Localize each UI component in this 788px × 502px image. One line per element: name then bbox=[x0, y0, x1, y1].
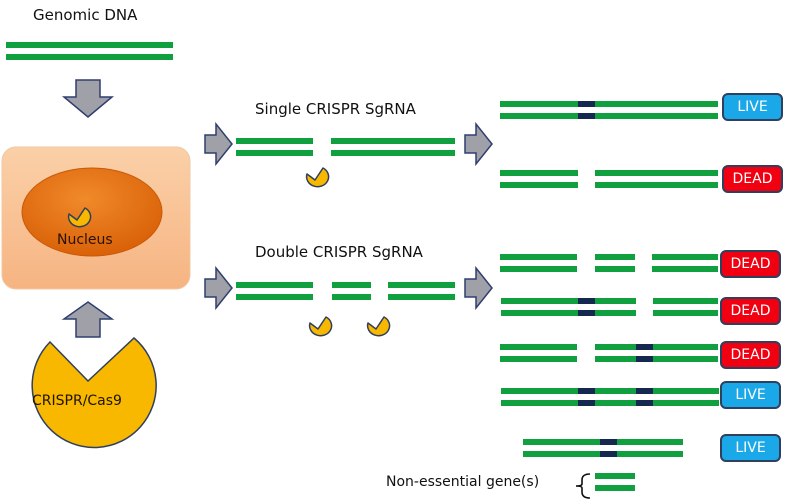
dna-strand-top bbox=[500, 170, 578, 176]
repair-junction bbox=[636, 388, 653, 406]
outcome-badge-dead: DEAD bbox=[720, 341, 781, 369]
outcome-dna bbox=[595, 344, 718, 362]
dna-strand-top bbox=[236, 138, 313, 144]
outcome-dna bbox=[653, 298, 718, 316]
outcome-dna bbox=[500, 254, 577, 272]
outcome-badge-live: LIVE bbox=[720, 434, 781, 462]
outcome-dna bbox=[652, 254, 718, 272]
repair-mark-bottom bbox=[636, 356, 653, 362]
dna-strand-bottom bbox=[595, 485, 635, 491]
outcome-badge-live: LIVE bbox=[720, 381, 781, 409]
outcome-dna bbox=[595, 254, 635, 272]
outcome-badge-dead: DEAD bbox=[722, 165, 783, 193]
dna-strand-bottom bbox=[501, 400, 719, 406]
outcome-badge-dead: DEAD bbox=[720, 250, 781, 278]
dna-strand-top bbox=[595, 344, 718, 350]
single-sgrna-label: Single CRISPR SgRNA bbox=[255, 100, 416, 118]
arrow-right-icon bbox=[204, 265, 233, 311]
dna-strand-bottom bbox=[595, 356, 718, 362]
repair-junction bbox=[636, 344, 653, 362]
outcome-badge-live: LIVE bbox=[722, 93, 783, 121]
repair-junction bbox=[578, 101, 595, 119]
dna-strand-bottom bbox=[500, 266, 577, 272]
repair-mark-top bbox=[636, 388, 653, 394]
dna-strand-bottom bbox=[595, 182, 718, 188]
arrow-right-icon bbox=[204, 121, 233, 167]
dna-strand-top bbox=[6, 42, 173, 48]
dna-strand-bottom bbox=[500, 182, 578, 188]
outcome-dna bbox=[500, 170, 578, 188]
dna-strand-top bbox=[501, 388, 719, 394]
cas9-small-icon bbox=[366, 316, 391, 337]
outcome-dna bbox=[501, 388, 719, 406]
genomic-dna-label: Genomic DNA bbox=[33, 6, 138, 24]
cas9-in-nucleus-icon bbox=[67, 207, 92, 228]
dna-segment bbox=[236, 138, 313, 156]
dna-strand-top bbox=[236, 282, 313, 288]
outcome-dna bbox=[595, 170, 718, 188]
arrow-down-icon bbox=[61, 79, 115, 118]
repair-junction bbox=[578, 388, 595, 406]
dna-strand-bottom bbox=[388, 294, 455, 300]
outcome-dna bbox=[501, 298, 636, 316]
outcome-dna bbox=[500, 344, 577, 362]
cas9-small-icon bbox=[305, 167, 330, 188]
dna-strand-top bbox=[388, 282, 455, 288]
repair-mark-bottom bbox=[636, 400, 653, 406]
repair-mark-bottom bbox=[600, 451, 617, 457]
dna-strand-bottom bbox=[653, 310, 718, 316]
repair-junction bbox=[600, 439, 617, 457]
dna-strand-bottom bbox=[331, 150, 455, 156]
dna-strand-bottom bbox=[332, 294, 371, 300]
dna-strand-top bbox=[652, 254, 718, 260]
nonessential-gene bbox=[595, 473, 635, 491]
repair-mark-top bbox=[600, 439, 617, 445]
dna-strand-top bbox=[500, 254, 577, 260]
repair-mark-top bbox=[578, 298, 595, 304]
dna-strand-bottom bbox=[6, 54, 173, 60]
outcome-dna bbox=[500, 101, 718, 119]
dna-segment bbox=[236, 282, 313, 300]
dna-segment bbox=[388, 282, 455, 300]
arrow-right-icon bbox=[464, 121, 493, 167]
dna-strand-bottom bbox=[595, 266, 635, 272]
dna-strand-bottom bbox=[501, 310, 636, 316]
dna-strand-top bbox=[501, 298, 636, 304]
genomic-dna bbox=[6, 42, 173, 60]
repair-mark-bottom bbox=[578, 400, 595, 406]
repair-mark-bottom bbox=[578, 113, 595, 119]
dna-strand-top bbox=[332, 282, 371, 288]
dna-strand-bottom bbox=[500, 113, 718, 119]
repair-mark-top bbox=[578, 388, 595, 394]
nucleus bbox=[21, 167, 163, 257]
nucleus-label: Nucleus bbox=[57, 232, 113, 248]
repair-mark-bottom bbox=[578, 310, 595, 316]
dna-strand-top bbox=[595, 170, 718, 176]
nonessential-gene-label: Non-essential gene(s) bbox=[386, 474, 540, 490]
dna-strand-top bbox=[653, 298, 718, 304]
repair-junction bbox=[578, 298, 595, 316]
cas9-protein-icon bbox=[31, 336, 157, 449]
dna-strand-top bbox=[500, 344, 577, 350]
outcome-badge-dead: DEAD bbox=[720, 297, 781, 325]
dna-strand-bottom bbox=[652, 266, 718, 272]
dna-strand-bottom bbox=[236, 150, 313, 156]
repair-mark-top bbox=[636, 344, 653, 350]
double-sgrna-label: Double CRISPR SgRNA bbox=[255, 243, 423, 261]
dna-segment bbox=[331, 138, 455, 156]
cas9-small-icon bbox=[308, 316, 333, 337]
dna-segment bbox=[332, 282, 371, 300]
dna-strand-top bbox=[331, 138, 455, 144]
repair-mark-top bbox=[578, 101, 595, 107]
arrow-right-icon bbox=[464, 265, 493, 311]
dna-strand-top bbox=[500, 101, 718, 107]
brace-icon bbox=[575, 473, 591, 499]
arrow-up-icon bbox=[61, 301, 115, 338]
dna-strand-bottom bbox=[500, 356, 577, 362]
cas9-label: CRISPR/Cas9 bbox=[32, 393, 122, 409]
dna-strand-top bbox=[595, 254, 635, 260]
dna-strand-bottom bbox=[236, 294, 313, 300]
dna-strand-top bbox=[595, 473, 635, 479]
